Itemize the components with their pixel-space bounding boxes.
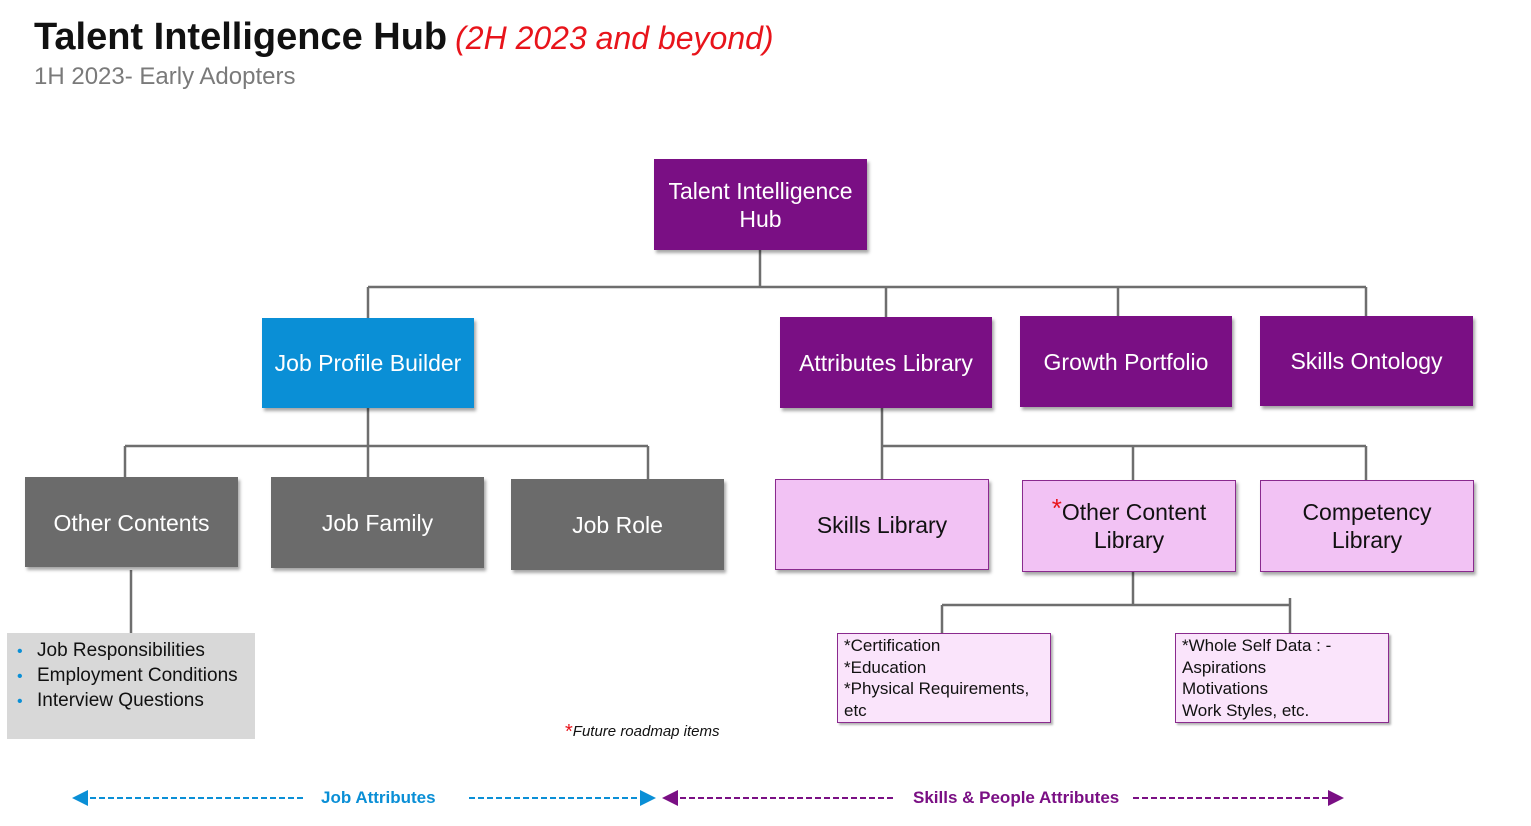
node-job-family: Job Family <box>271 477 484 568</box>
node-competency-library: Competency Library <box>1260 480 1474 572</box>
node-label: Talent Intelligence Hub <box>668 177 853 232</box>
list-item: Interview Questions <box>17 689 255 714</box>
title-main: Talent Intelligence Hub <box>34 16 448 58</box>
title-suffix: (2H 2023 and beyond) <box>455 20 774 56</box>
node-label: Growth Portfolio <box>1043 348 1209 375</box>
node-label: Skills Ontology <box>1290 348 1443 374</box>
detail-line: *Whole Self Data : - <box>1182 636 1332 655</box>
node-job-profile-builder: Job Profile Builder <box>262 318 474 408</box>
node-skills-ontology: Skills Ontology <box>1260 316 1473 406</box>
footnote-text: Future roadmap items <box>572 723 720 740</box>
node-label: Other Contents <box>53 510 210 536</box>
node-growth-portfolio: Growth Portfolio <box>1020 316 1232 407</box>
node-label-wrap: *Other Content Library <box>1023 494 1235 554</box>
page-title: Talent Intelligence Hub(2H 2023 and beyo… <box>34 16 774 59</box>
detail-line: etc <box>844 700 867 720</box>
node-job-role: Job Role <box>511 479 724 570</box>
detail-line: *Education <box>844 657 927 677</box>
detail-line: Work Styles, etc. <box>1182 700 1310 720</box>
node-label: Job Family <box>321 509 434 536</box>
roadmap-star: * <box>1051 493 1062 523</box>
node-attributes-library: Attributes Library <box>780 317 992 408</box>
other-content-details-left: *Certification *Education *Physical Requ… <box>837 633 1051 723</box>
detail-line: Aspirations <box>1182 657 1267 677</box>
detail-line: Motivations <box>1182 679 1268 698</box>
node-label: Other Content Library <box>1061 499 1207 553</box>
list-item: Job Responsibilities <box>17 639 255 664</box>
future-roadmap-note: *Future roadmap items <box>565 721 720 746</box>
skills-people-attributes-label: Skills & People Attributes <box>913 788 1120 807</box>
detail-line: *Physical Requirements, <box>844 679 1030 698</box>
node-other-content-library: *Other Content Library <box>1022 480 1236 572</box>
job-attributes-label: Job Attributes <box>321 788 436 807</box>
node-label: Skills Library <box>816 511 948 538</box>
node-skills-library: Skills Library <box>775 479 989 570</box>
page-subtitle: 1H 2023- Early Adopters <box>34 63 296 90</box>
node-other-contents: Other Contents <box>25 477 238 567</box>
list-item: Employment Conditions <box>17 664 255 689</box>
node-label: Job Role <box>572 511 663 538</box>
roadmap-star: * <box>565 721 573 743</box>
node-label: Competency Library <box>1302 499 1432 553</box>
other-contents-list: Job Responsibilities Employment Conditio… <box>7 633 255 739</box>
detail-line: *Certification <box>844 636 941 655</box>
node-label: Job Profile Builder <box>274 350 462 376</box>
node-talent-intelligence-hub: Talent Intelligence Hub <box>654 159 867 250</box>
other-content-details-right: *Whole Self Data : - Aspirations Motivat… <box>1175 633 1389 723</box>
node-label: Attributes Library <box>799 349 973 376</box>
